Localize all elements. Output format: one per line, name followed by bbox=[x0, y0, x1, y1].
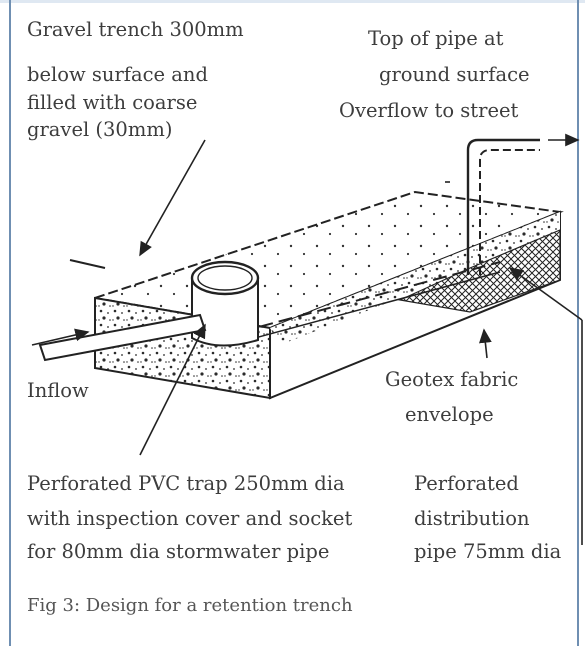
label-geotex-2: envelope bbox=[405, 403, 494, 426]
arrow-distribution bbox=[508, 267, 583, 321]
ground-line bbox=[69, 259, 106, 269]
arrow-pvc-trap bbox=[139, 323, 206, 456]
figure-caption: Fig 3: Design for a retention trench bbox=[27, 595, 353, 616]
trench-side-gravel bbox=[270, 212, 560, 345]
label-inflow: Inflow bbox=[27, 379, 89, 402]
label-pvc-trap-2: with inspection cover and socket bbox=[27, 507, 353, 530]
label-gravel-trench-4: gravel (30mm) bbox=[27, 118, 173, 141]
label-top-of-pipe-1: Top of pipe at bbox=[368, 27, 504, 50]
label-overflow: Overflow to street bbox=[339, 99, 519, 122]
overflow-standpipe bbox=[466, 138, 540, 275]
figure-frame bbox=[9, 0, 579, 646]
label-distribution-1: Perforated bbox=[414, 472, 519, 495]
pvc-trap-cylinder bbox=[190, 260, 260, 347]
label-top-of-pipe-2: ground surface bbox=[379, 63, 530, 86]
label-pvc-trap-1: Perforated PVC trap 250mm dia bbox=[27, 472, 345, 495]
arrow-geotex bbox=[479, 328, 492, 359]
label-gravel-trench-3: filled with coarse bbox=[27, 91, 198, 114]
label-distribution-2: distribution bbox=[414, 507, 530, 530]
label-pvc-trap-3: for 80mm dia stormwater pipe bbox=[27, 540, 330, 563]
distribution-pipe bbox=[239, 261, 501, 333]
label-distribution-3: pipe 75mm dia bbox=[414, 540, 562, 563]
arrow-inflow bbox=[31, 328, 90, 346]
label-gravel-trench-1: Gravel trench 300mm bbox=[27, 18, 244, 41]
label-gravel-trench-2: below surface and bbox=[27, 63, 208, 86]
arrow-gravel bbox=[139, 139, 206, 257]
label-geotex-1: Geotex fabric bbox=[385, 368, 519, 391]
top-rule bbox=[0, 0, 585, 3]
